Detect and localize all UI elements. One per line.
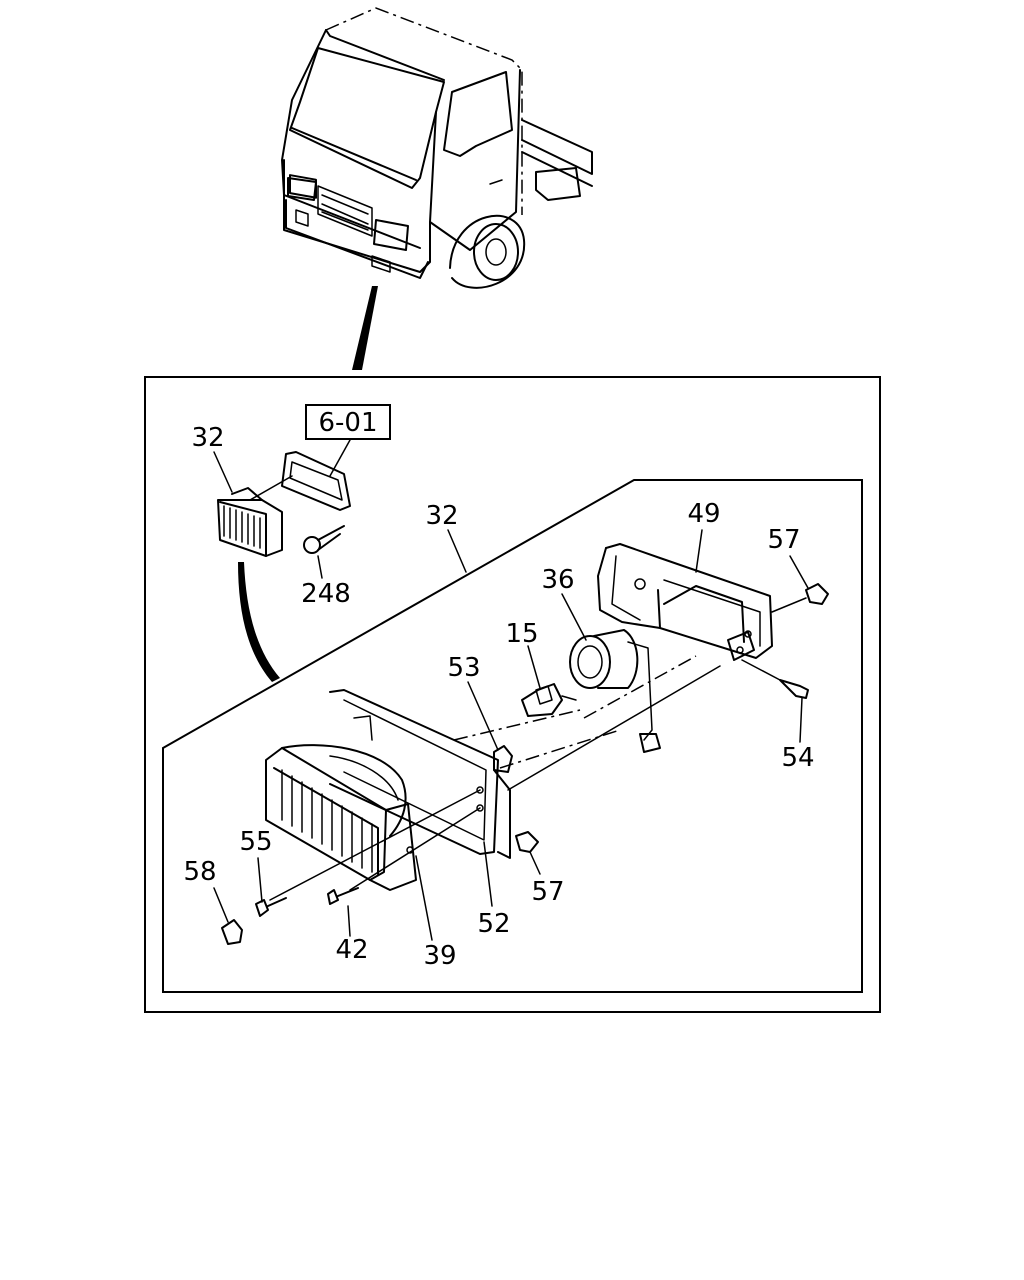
location-pointer xyxy=(352,286,378,370)
callout-52: 52 xyxy=(477,909,510,939)
callout-49: 49 xyxy=(687,499,720,529)
detail-arrow xyxy=(238,562,280,682)
callout-54: 54 xyxy=(781,743,814,773)
callout-36: 36 xyxy=(541,565,574,595)
leader-lines xyxy=(213,451,809,941)
callout-55: 55 xyxy=(239,827,272,857)
outer-frame xyxy=(144,376,881,1013)
callout-39: 39 xyxy=(423,941,456,971)
reference-box xyxy=(305,404,391,440)
reference-box-label: 6-01 xyxy=(318,408,377,438)
callout-32-headlamp: 32 xyxy=(425,501,458,531)
callout-32-small-lamp: 32 xyxy=(191,423,224,453)
small-lamp-assembly xyxy=(217,451,351,557)
callout-58: 58 xyxy=(183,857,216,887)
callout-42: 42 xyxy=(335,935,368,965)
callout-248: 248 xyxy=(301,579,351,609)
callout-57-upper: 57 xyxy=(767,525,800,555)
callout-57-lower: 57 xyxy=(531,877,564,907)
bracket-assembly xyxy=(597,543,829,699)
callout-15: 15 xyxy=(505,619,538,649)
callout-53: 53 xyxy=(447,653,480,683)
headlamp-assembly xyxy=(221,629,721,945)
detail-panel xyxy=(162,479,863,993)
truck-cab-illustration xyxy=(281,7,593,289)
